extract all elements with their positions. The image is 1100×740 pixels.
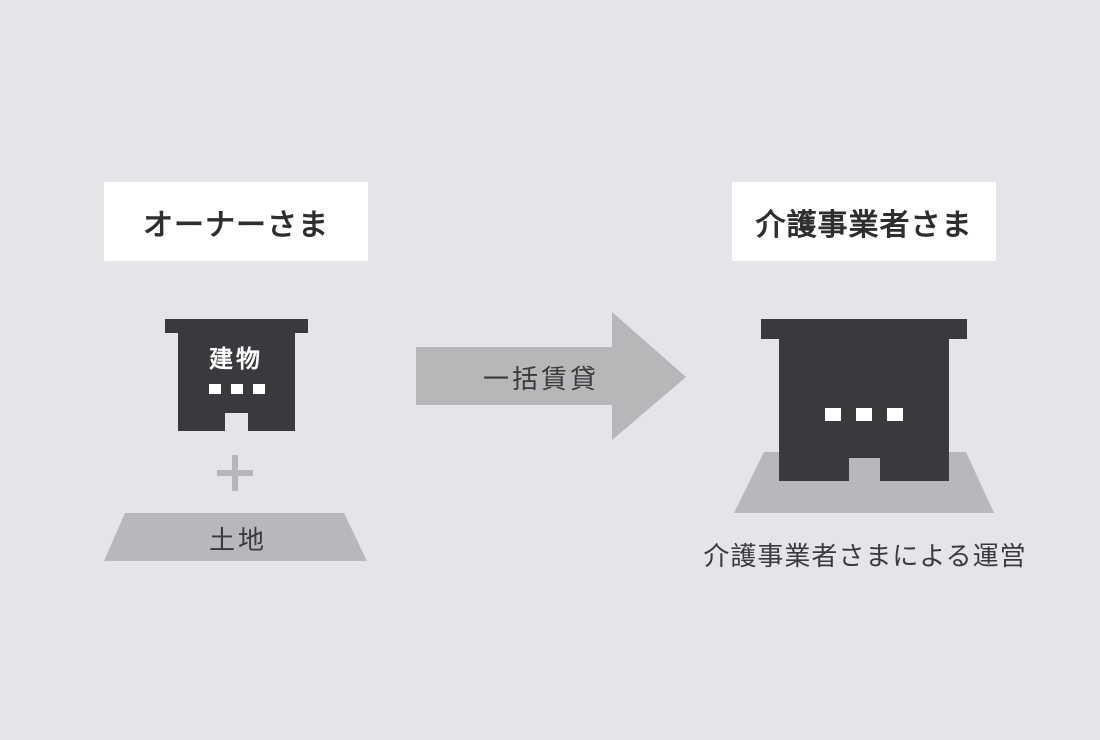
window-icon	[856, 408, 872, 421]
land-ground	[104, 513, 367, 561]
operation-caption: 介護事業者さまによる運営	[703, 541, 1027, 572]
right-arrow-icon	[416, 312, 686, 440]
operator-label: 介護事業者さま	[732, 182, 996, 261]
lease-label: 一括賃貸	[482, 364, 599, 395]
operator-building-icon	[761, 319, 967, 481]
window-icon	[231, 384, 243, 394]
plus-icon	[217, 455, 253, 491]
operator-ground	[734, 452, 994, 513]
window-icon	[253, 384, 265, 394]
owner-label: オーナーさま	[104, 182, 368, 261]
window-icon	[825, 408, 841, 421]
land-label: 土地	[208, 525, 267, 556]
building-label: 建物	[209, 344, 263, 373]
window-icon	[887, 408, 903, 421]
window-icon	[209, 384, 221, 394]
owner-building-icon	[165, 319, 308, 431]
